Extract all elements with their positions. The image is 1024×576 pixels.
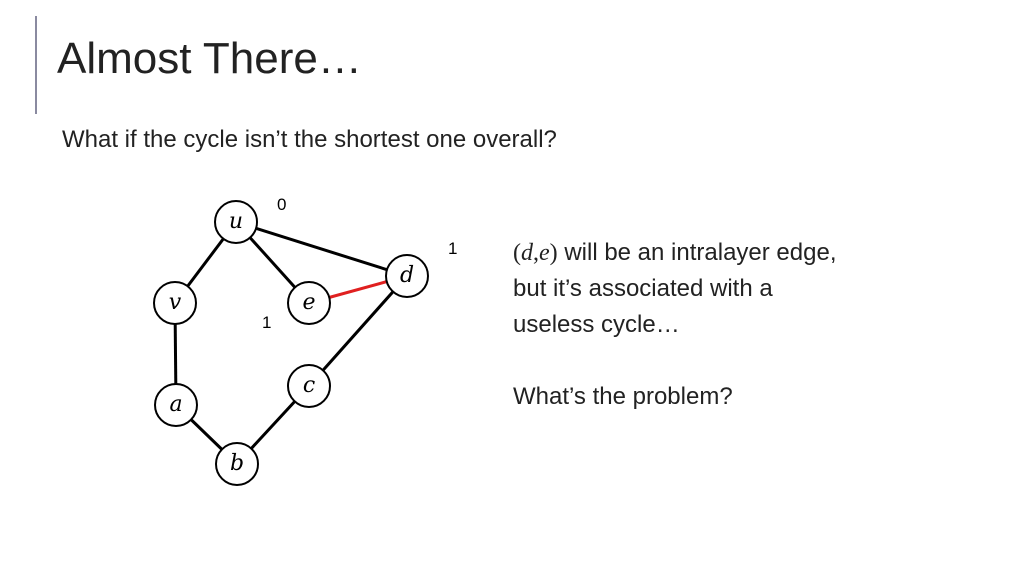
node-circle-u xyxy=(214,200,258,244)
node-label-b: b xyxy=(230,451,244,476)
math-close-paren: ) xyxy=(549,240,558,266)
explanation-line-3: useless cycle… xyxy=(513,311,680,338)
slide-subtitle: What if the cycle isn’t the shortest one… xyxy=(62,126,557,153)
edge-c-d xyxy=(307,275,409,387)
node-circle-c xyxy=(287,364,331,408)
node-label-u: u xyxy=(229,209,243,234)
edge-math: (d,e) xyxy=(513,240,558,266)
layer-label-d: 1 xyxy=(448,239,457,258)
node-c: c xyxy=(287,364,331,408)
layer-label-e: 1 xyxy=(262,313,271,332)
explanation-line-2: but it’s associated with a xyxy=(513,275,773,302)
math-open-paren: ( xyxy=(513,240,521,266)
node-label-c: c xyxy=(303,373,315,398)
explanation-text: (d,e) will be an intralayer edge, but it… xyxy=(513,235,973,415)
node-d: d xyxy=(385,254,429,298)
math-e: e xyxy=(539,240,550,266)
explanation-spacer xyxy=(513,343,973,379)
node-label-e: e xyxy=(302,290,315,315)
node-label-a: a xyxy=(169,392,182,417)
node-circle-b xyxy=(215,442,259,486)
math-comma: , xyxy=(533,240,539,266)
node-circle-d xyxy=(385,254,429,298)
node-circle-e xyxy=(287,281,331,325)
graph-edges xyxy=(173,220,409,466)
layer-labels: 0 1 1 xyxy=(262,195,457,332)
slide-title: Almost There… xyxy=(57,34,362,83)
node-e: e xyxy=(287,281,331,325)
title-accent-bar xyxy=(35,16,37,114)
explanation-line-1-rest: will be an intralayer edge, xyxy=(557,239,837,266)
node-u: u xyxy=(214,200,258,244)
explanation-question: What’s the problem? xyxy=(513,383,733,410)
graph-nodes: u v e d a c b xyxy=(153,200,429,486)
layer-label-u: 0 xyxy=(277,195,286,214)
edge-u-d xyxy=(235,220,408,278)
node-circle-v xyxy=(153,281,197,325)
math-d: d xyxy=(521,240,533,266)
node-label-d: d xyxy=(400,263,414,288)
node-label-v: v xyxy=(169,290,182,315)
node-a: a xyxy=(154,383,198,427)
node-b: b xyxy=(215,442,259,486)
explanation-line-1: (d,e) will be an intralayer edge, xyxy=(513,235,973,271)
node-circle-a xyxy=(154,383,198,427)
node-v: v xyxy=(153,281,197,325)
